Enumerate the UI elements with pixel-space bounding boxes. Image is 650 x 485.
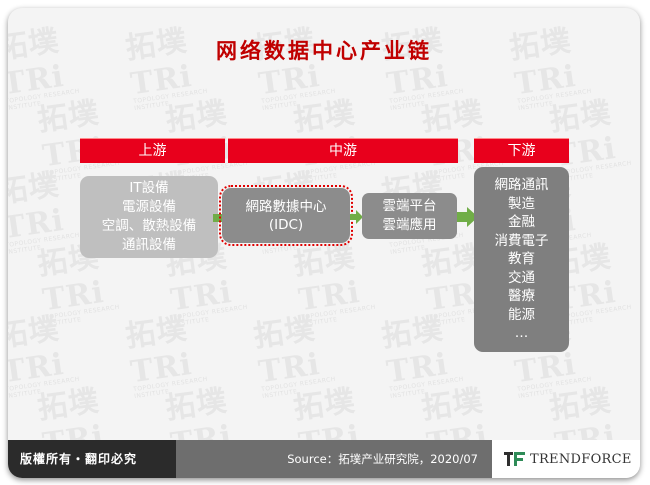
footer: 版權所有・翻印必究 Source：拓墣产业研究院，2020/07 TRENDFO… <box>8 440 640 478</box>
source-note: Source：拓墣产业研究院，2020/07 <box>176 440 492 478</box>
upstream-item: 通訊設備 <box>122 237 176 253</box>
arrow-right-icon <box>457 207 478 227</box>
upstream-item: 電源設備 <box>122 199 176 215</box>
idc-sublabel: (IDC) <box>268 216 304 233</box>
brand-name: TRENDFORCE <box>530 451 632 467</box>
stage-downstream-header: 下游 <box>474 138 569 163</box>
arrow-right-icon <box>350 210 363 224</box>
stage-upstream-header: 上游 <box>80 138 225 163</box>
copyright-notice: 版權所有・翻印必究 <box>8 440 176 478</box>
cloud-item: 雲端應用 <box>382 217 437 233</box>
downstream-item: 能源 <box>508 306 535 323</box>
downstream-item: 消費電子 <box>494 232 549 249</box>
diagram-title: 网络数据中心产业链 <box>216 38 432 63</box>
trendforce-logo: TRENDFORCE <box>492 440 640 478</box>
downstream-item: … <box>514 325 529 342</box>
downstream-item: 金融 <box>508 214 535 231</box>
stage-midstream-header: 中游 <box>228 138 458 163</box>
upstream-item: IT設備 <box>129 180 169 196</box>
upstream-item: 空調、散熱設備 <box>101 218 197 234</box>
trendforce-mark-icon <box>504 452 525 466</box>
downstream-item: 網路通訊 <box>494 177 549 194</box>
cloud-item: 雲端平台 <box>382 198 437 214</box>
cloud-box: 雲端平台 雲端應用 <box>362 193 457 239</box>
idc-label: 網路數據中心 <box>245 198 327 215</box>
idc-box: 網路數據中心 (IDC) <box>219 185 353 246</box>
downstream-item: 交通 <box>508 269 535 286</box>
downstream-item: 製造 <box>508 195 535 212</box>
upstream-box: IT設備 電源設備 空調、散熱設備 通訊設備 <box>80 176 218 258</box>
downstream-item: 醫療 <box>508 288 535 305</box>
downstream-box: 網路通訊 製造 金融 消費電子 教育 交通 醫療 能源 … <box>474 167 569 352</box>
downstream-item: 教育 <box>508 251 535 268</box>
